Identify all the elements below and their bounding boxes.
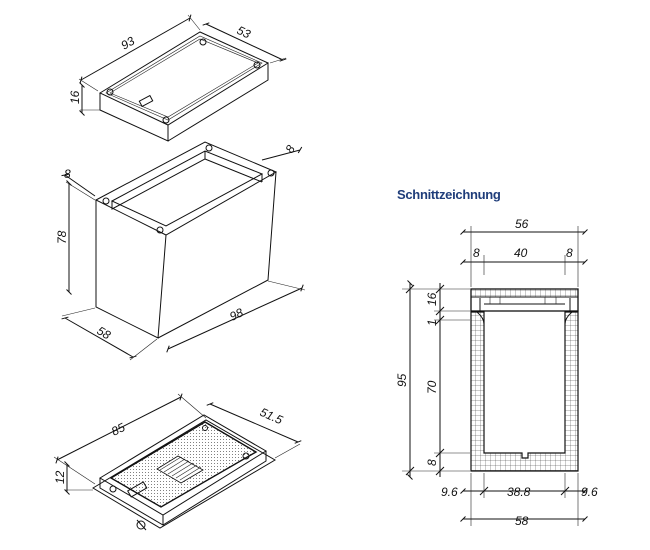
dim-section-bottom-left: 9.6	[441, 485, 458, 499]
dim-section-height-total: 95	[395, 373, 409, 387]
dim-plate-height: 12	[53, 470, 67, 484]
dim-lid-height: 16	[68, 90, 82, 104]
dim-plate-length: 85	[109, 420, 128, 439]
dim-plate-width: 51.5	[258, 405, 285, 427]
dimension-labels: 93 53 16 8 8 78 58 98 85 51.5 12 56 8 40…	[53, 23, 598, 528]
dim-section-top-left: 8	[473, 246, 480, 260]
dim-section-top-total: 56	[515, 217, 529, 231]
dim-body-height: 78	[55, 230, 69, 244]
section-drawing	[402, 226, 588, 526]
dim-section-bottom-mid: 38.8	[507, 485, 531, 499]
dim-lid-length: 93	[119, 34, 138, 53]
dim-section-bottom-total: 58	[515, 514, 529, 528]
plate-drawing	[53, 393, 302, 531]
section-title: Schnittzeichnung	[397, 187, 501, 202]
dim-section-bottom-right: 9.6	[581, 485, 598, 499]
dim-section-height-8: 8	[425, 459, 439, 466]
lid-drawing	[78, 14, 287, 142]
dim-body-width: 58	[95, 323, 114, 342]
dim-body-length: 98	[227, 305, 245, 323]
dim-section-top-right: 8	[566, 246, 573, 260]
dim-lid-width: 53	[235, 23, 253, 41]
dim-section-top-mid: 40	[514, 246, 528, 260]
dim-section-height-70: 70	[425, 380, 439, 394]
dim-section-height-16: 16	[425, 292, 439, 306]
dim-body-wall-left: 8	[64, 167, 71, 181]
body-drawing	[61, 141, 306, 361]
dim-section-height-1: 1	[425, 319, 439, 326]
